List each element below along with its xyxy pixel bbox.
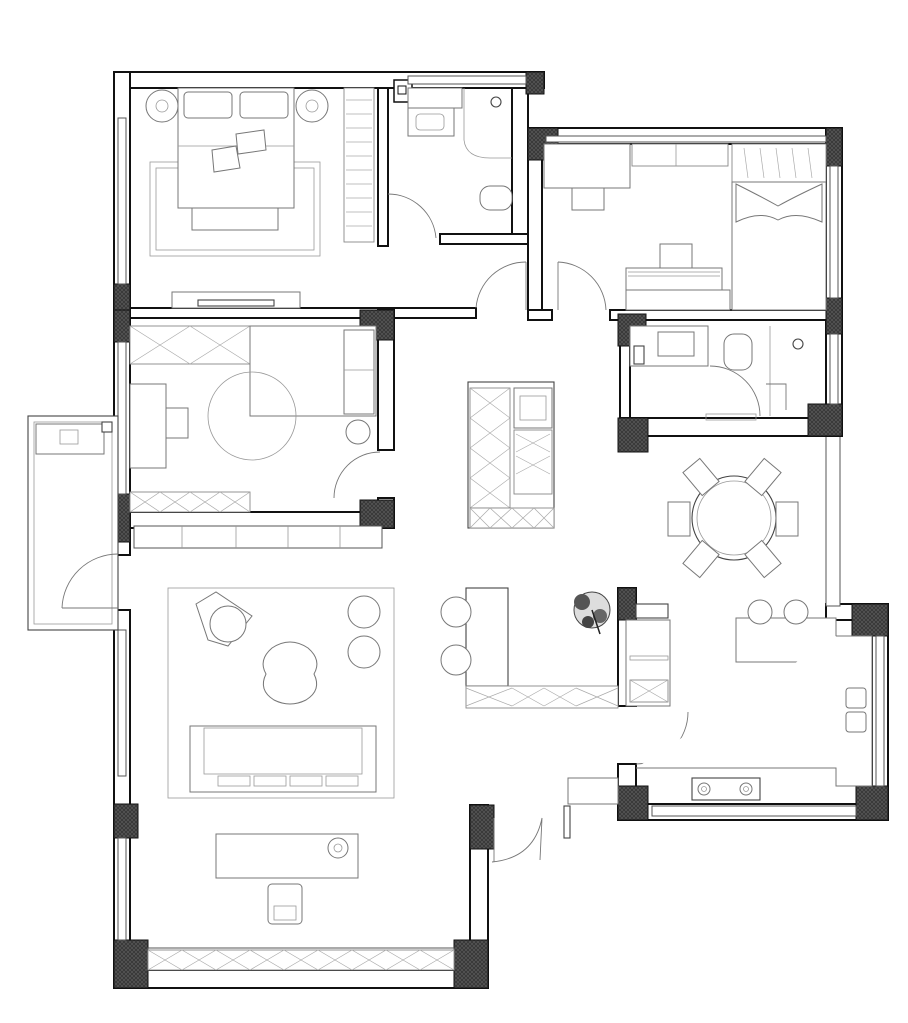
second-bedroom — [543, 143, 827, 311]
kitchen-sink — [845, 687, 867, 709]
bedside-lamp-icon — [145, 89, 179, 123]
central-cabinet — [467, 381, 555, 529]
wardrobe — [343, 87, 375, 243]
shower-icon — [792, 338, 804, 350]
bar-stool — [440, 644, 472, 676]
bookshelf — [129, 325, 251, 365]
bar-stool — [440, 596, 472, 628]
desk — [129, 383, 167, 469]
bar-counter — [440, 587, 619, 709]
bath-sink — [657, 331, 695, 357]
area-rug — [167, 587, 395, 799]
corridor-doors — [475, 261, 607, 311]
plant-icon — [573, 591, 611, 635]
stool — [347, 635, 381, 669]
toilet-icon — [479, 185, 513, 211]
dining-room — [573, 457, 799, 635]
master-bedroom — [145, 87, 375, 309]
kitchen-sink — [845, 711, 867, 733]
toilet-icon — [723, 333, 753, 371]
study-room — [129, 325, 381, 513]
piano — [625, 267, 723, 291]
dining-chair — [667, 501, 691, 537]
bar-stool — [783, 599, 809, 625]
bedside-lamp-icon — [295, 89, 329, 123]
second-bath — [629, 325, 804, 421]
coffee-table — [262, 641, 318, 705]
dining-chair — [682, 457, 720, 497]
kitchen — [625, 599, 873, 801]
sofa — [189, 725, 377, 793]
shower-icon — [490, 96, 502, 108]
dining-chair — [682, 539, 720, 579]
dining-chair — [744, 457, 782, 497]
dining-chair — [775, 501, 799, 537]
armchair — [267, 883, 303, 925]
round-rug — [207, 371, 297, 461]
bar-stool — [747, 599, 773, 625]
balcony — [27, 415, 119, 631]
living-room — [147, 587, 455, 971]
balcony-sink — [35, 423, 105, 455]
low-cabinet — [129, 491, 251, 513]
bath-sink — [407, 107, 455, 137]
speaker-icon — [327, 837, 349, 859]
bench — [191, 207, 279, 231]
master-bath — [387, 87, 513, 239]
entry-door — [491, 777, 619, 863]
desk — [543, 143, 631, 189]
stool — [347, 595, 381, 629]
dining-chair — [744, 539, 782, 579]
armchair — [195, 591, 253, 647]
